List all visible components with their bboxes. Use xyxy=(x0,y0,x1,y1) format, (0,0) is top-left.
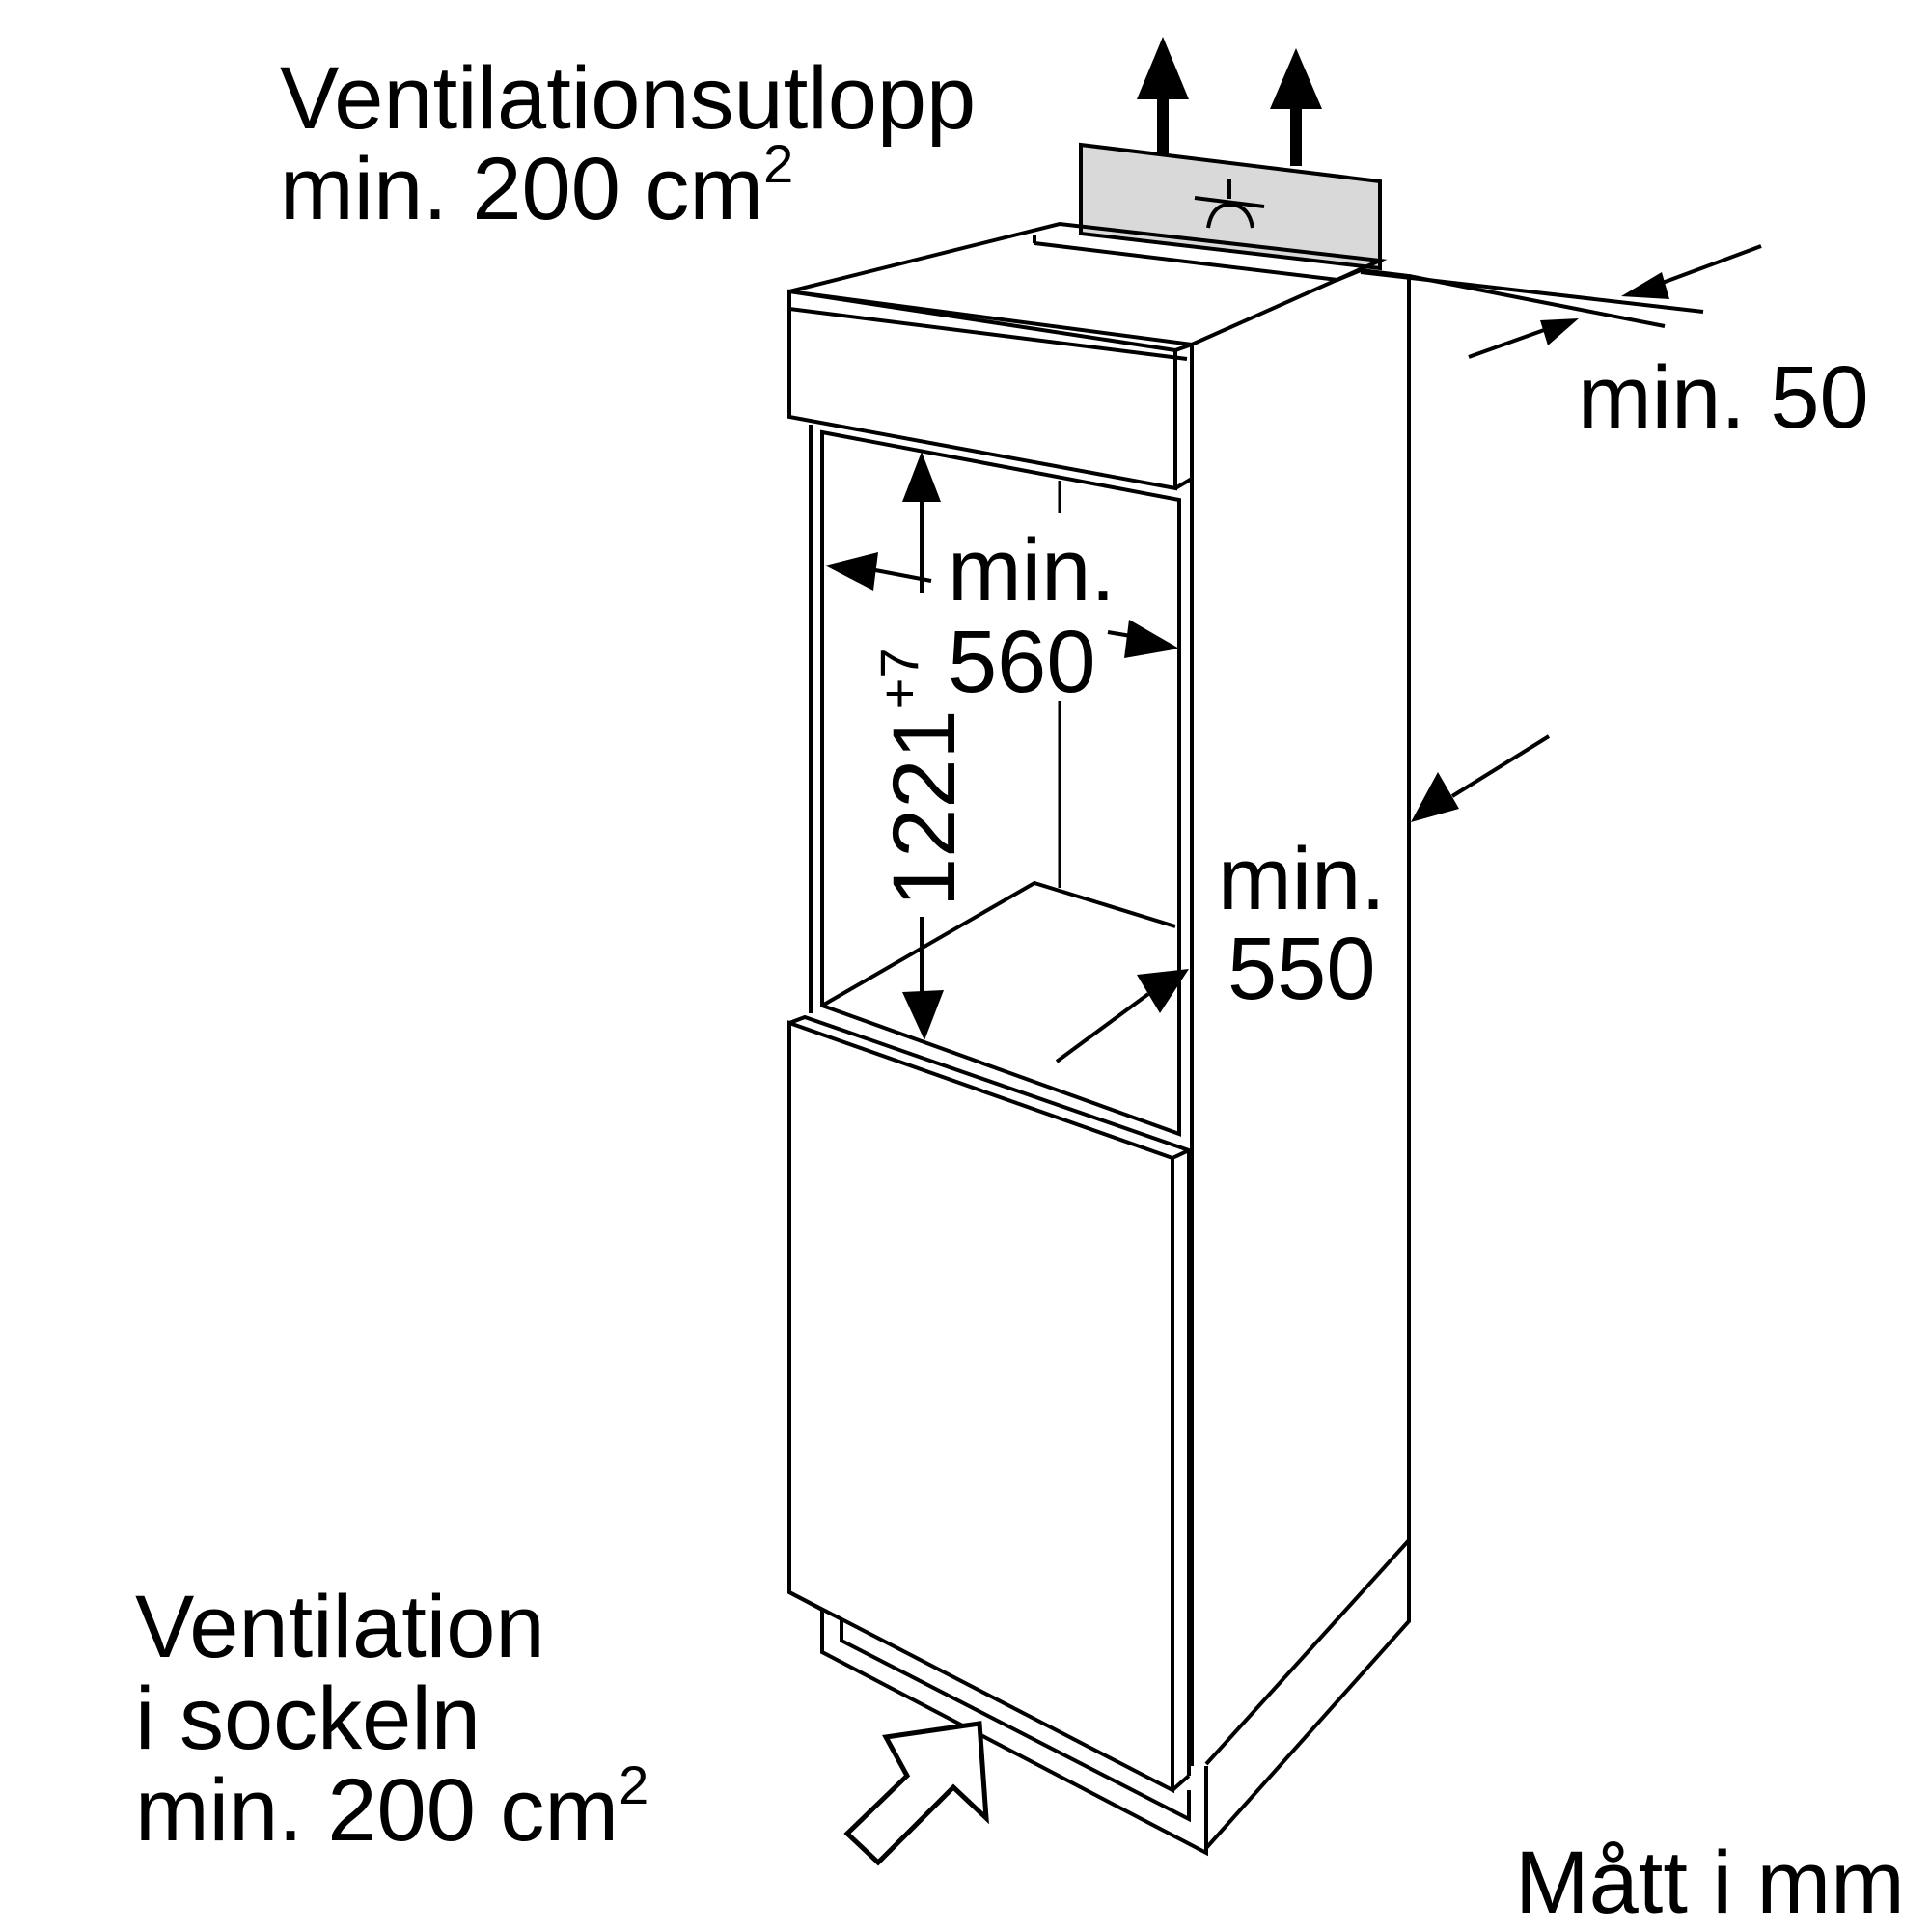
height-dimension xyxy=(902,452,944,1040)
up-arrow-icon xyxy=(1270,48,1322,166)
gap-dimension xyxy=(1360,244,1762,359)
cabinet-top xyxy=(788,221,1388,347)
depth-label-line2: 550 xyxy=(1227,920,1376,1018)
plinth-label-line2: i sockeln xyxy=(135,1670,481,1768)
plinth-label-line3: min. 200 cm2 xyxy=(135,1758,648,1856)
outlet-area-superscript: 2 xyxy=(763,133,794,194)
niche-width-label-line2: 560 xyxy=(948,613,1096,711)
socket-icon xyxy=(1194,179,1265,229)
plinth-area-superscript: 2 xyxy=(619,1754,649,1815)
plinth-label-line1: Ventilation xyxy=(135,1578,545,1676)
niche-height-value: 1221 xyxy=(875,709,974,907)
inlet-arrow-icon xyxy=(843,1721,989,1866)
niche-width-label-line1: min. xyxy=(948,521,1116,620)
niche-height-label: 1221+7 xyxy=(868,648,974,907)
plinth-area-text: min. 200 cm xyxy=(135,1761,620,1860)
depth-label-line1: min. xyxy=(1218,830,1386,928)
depth-dimension xyxy=(1055,734,1551,1063)
lower-door xyxy=(787,1020,1174,1794)
units-label: Mått i mm xyxy=(1515,1834,1905,1932)
upper-front-panel xyxy=(787,289,1177,491)
niche-height-tolerance: +7 xyxy=(868,648,929,710)
up-arrow-icon xyxy=(1137,37,1189,154)
top-gap-label: min. 50 xyxy=(1578,348,1869,447)
plinth xyxy=(820,1610,1208,1857)
outlet-label-line2: min. 200 cm2 xyxy=(280,137,793,235)
outlet-area-text: min. 200 cm xyxy=(280,140,764,238)
outlet-label-line1: Ventilationsutlopp xyxy=(280,49,977,148)
